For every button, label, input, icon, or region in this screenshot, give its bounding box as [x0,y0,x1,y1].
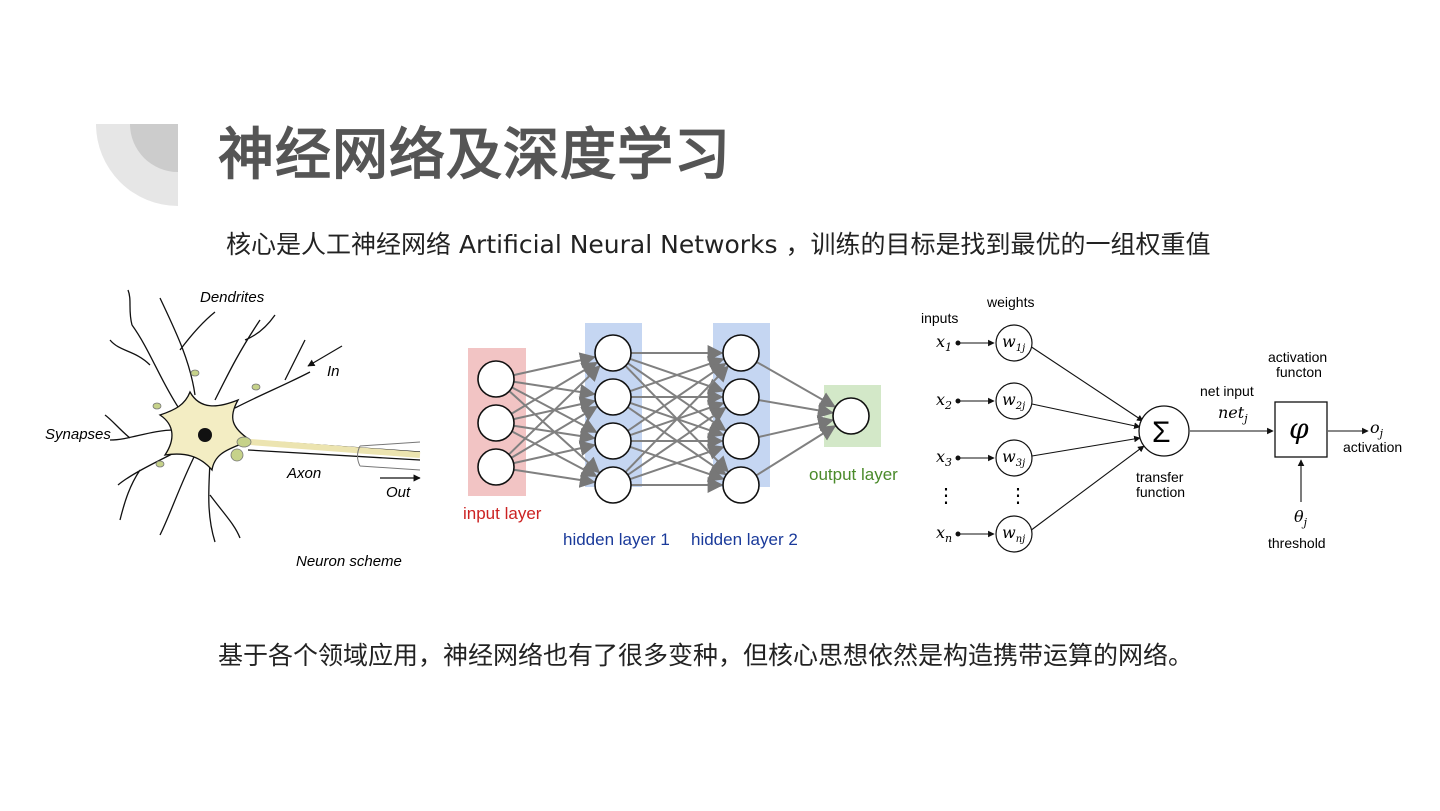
input-node [477,360,515,398]
network-connections [508,345,837,493]
nucleus [198,428,212,442]
perceptron-figure: weights inputs x1 x2 x3 xn w1j w2j w3j w… [921,294,1402,553]
label-hidden-layer-1: hidden layer 1 [563,530,670,549]
network-connection [510,361,599,415]
decorative-quarter-circles [96,124,178,206]
label-dendrites: Dendrites [200,289,265,306]
label-net-input: net input [1200,383,1254,399]
label-w3j: w3j [1002,447,1025,469]
network-connection [627,406,727,476]
network-connection [510,405,599,459]
summation-node [1138,405,1190,457]
label-transfer: transfer [1136,469,1184,485]
perceptron-lines [958,339,1369,538]
in-arrow [307,345,343,367]
network-connection [513,440,597,465]
network-connection [629,356,725,393]
input-node [477,404,515,442]
page-title: 神经网络及深度学习 [218,123,731,188]
neuron-figure: Dendrites In Synapses Axon Out Neuron sc… [45,289,421,570]
label-w2j: w2j [1002,390,1025,412]
hidden-1-node [594,422,632,460]
label-theta-j: θj [1294,507,1308,529]
label-neuron-scheme: Neuron scheme [296,553,402,570]
label-xn: xn [936,523,952,545]
label-threshold: threshold [1268,535,1326,551]
figures-area: Dendrites In Synapses Axon Out Neuron sc… [45,289,1402,570]
hidden-2-node [722,466,760,504]
label-activation: activation [1343,439,1402,455]
hidden-1-node [594,334,632,372]
network-connection [624,365,729,473]
label-hidden-layer-2: hidden layer 2 [691,530,798,549]
network-connection [513,352,597,377]
sigma-symbol: Σ [1152,416,1171,449]
label-x3: x3 [936,447,952,469]
activation-box [1274,401,1328,458]
network-connection [758,399,834,419]
intro-text: 核心是人工神经网络 Artificial Neural Networks ，训练… [226,230,1211,259]
label-function: function [1136,484,1185,500]
label-activation-function-1: activation [1268,349,1327,365]
label-w1j: w1j [1002,332,1025,354]
output-node [832,397,870,435]
label-weights: weights [986,294,1034,310]
hidden-1-node [594,378,632,416]
hidden-2-node [722,378,760,416]
label-x1: x1 [936,332,952,354]
label-net-j: netj [1218,403,1248,425]
network-connection [758,415,835,438]
network-figure: input layer hidden layer 1 hidden layer … [463,323,898,549]
network-connection [513,468,596,488]
label-input-layer: input layer [463,504,542,523]
network-connection [755,425,837,477]
network-connection [629,444,725,481]
label-out: Out [386,484,411,501]
input-node [477,448,515,486]
footer-text: 基于各个领域应用，神经网络也有了很多变种，但核心思想依然是构造携带运算的网络。 [218,641,1194,670]
network-connection [756,361,836,408]
label-activation-function-2: functon [1276,364,1322,380]
input-dots [955,340,961,537]
vertical-dots-inputs: ⋮ [936,485,956,507]
label-in: In [327,363,340,380]
network-nodes [477,334,870,504]
label-output-layer: output layer [809,465,898,484]
network-connection [508,365,601,456]
label-oj: oj [1370,418,1384,440]
weight-circles [995,324,1033,553]
network-connection [627,362,727,432]
label-axon: Axon [286,465,321,482]
label-wnj: wnj [1002,523,1025,545]
label-synapses: Synapses [45,426,111,443]
synapse-markers [152,369,261,468]
vertical-dots-weights: ⋮ [1008,485,1028,507]
label-inputs: inputs [921,310,958,326]
phi-symbol: φ [1289,412,1309,445]
hidden-2-node [722,334,760,372]
axon-terminal [357,441,421,471]
hidden-1-node [594,466,632,504]
label-x2: x2 [936,390,952,412]
hidden-2-node [722,422,760,460]
